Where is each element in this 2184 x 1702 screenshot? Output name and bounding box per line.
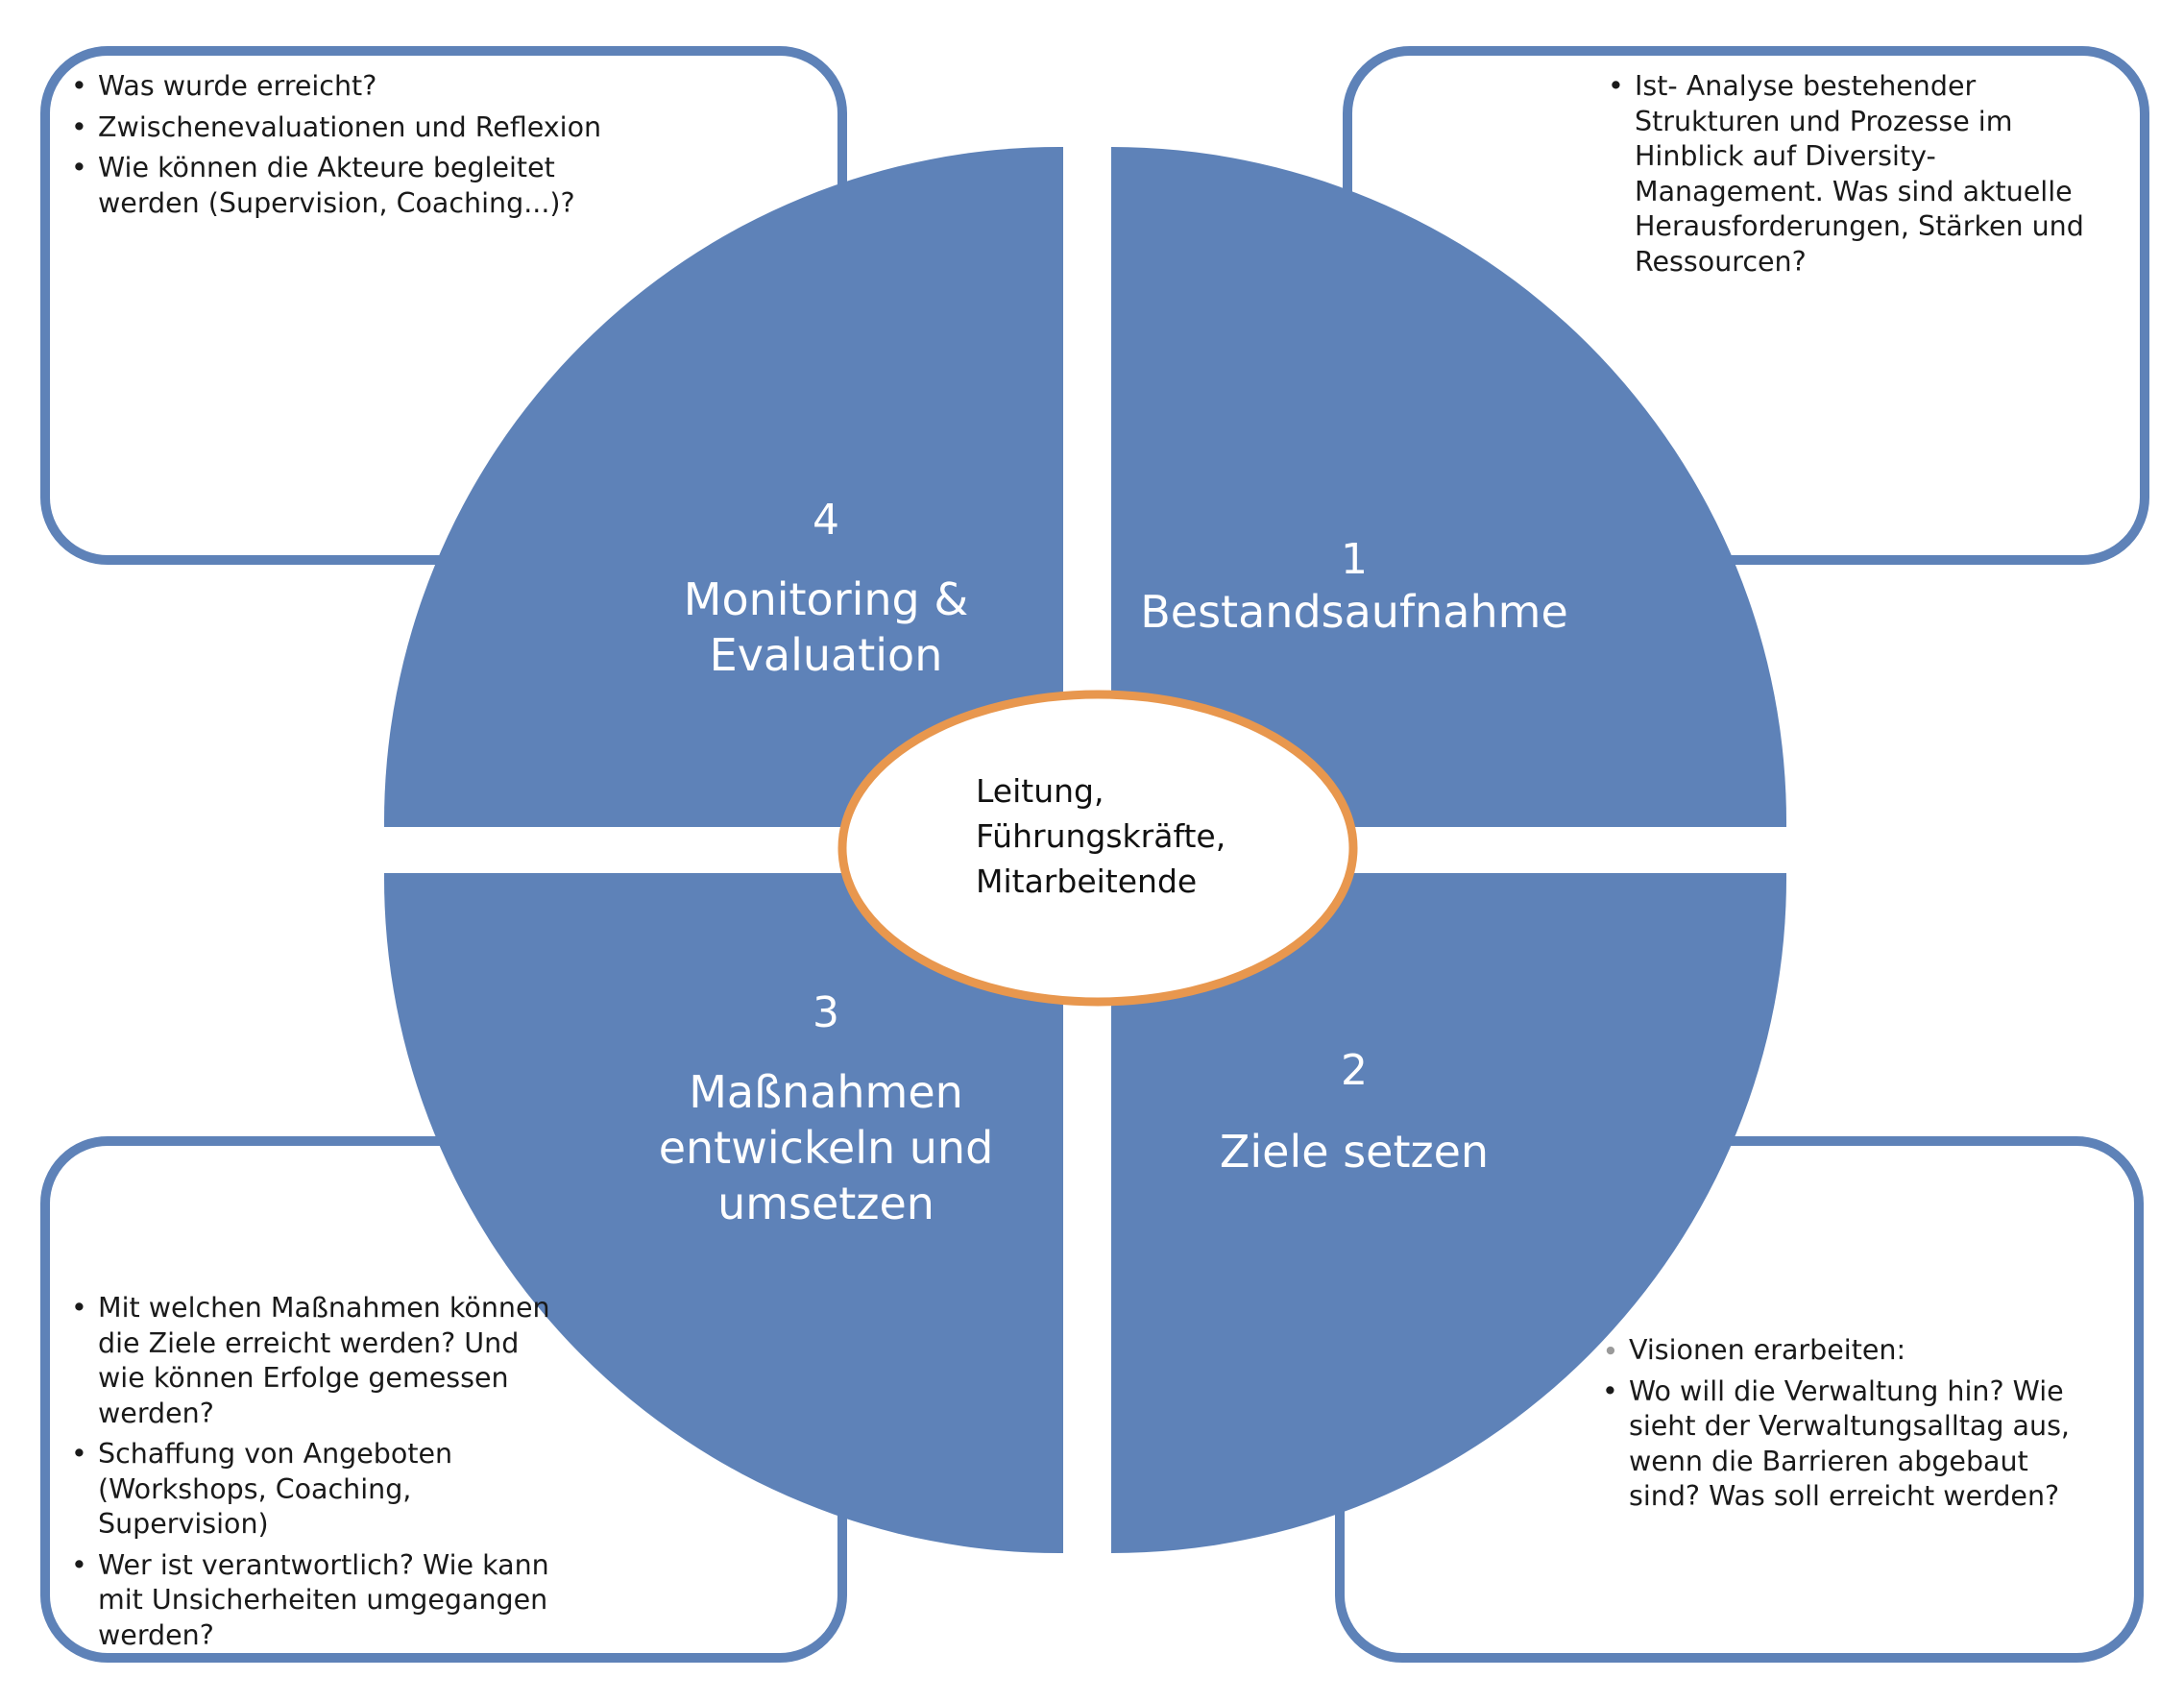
list-item: Wo will die Verwaltung hin? Wie sieht de… <box>1600 1374 2099 1515</box>
quadrant-2-title: Ziele setzen <box>1219 1126 1490 1178</box>
quadrant-1-shape <box>1111 147 1787 827</box>
center-ellipse <box>837 690 1358 1007</box>
quadrant-1-title: Bestandsaufnahme <box>1140 586 1568 638</box>
bestandsaufnahme-questions: Ist- Analyse bestehender Strukturen und … <box>1606 69 2124 285</box>
massnahmen-questions: Mit welchen Maßnahmen können die Ziele e… <box>69 1291 569 1659</box>
list-item: Mit welchen Maßnahmen können die Ziele e… <box>69 1291 569 1431</box>
quadrant-3-title: Maßnahmen entwickeln und umsetzen <box>658 1066 994 1229</box>
list-item: Was wurde erreicht? <box>69 69 607 105</box>
quadrant-3-label: 3 Maßnahmen entwickeln und umsetzen <box>615 989 1037 1231</box>
ziele-questions: Visionen erarbeiten: Wo will die Verwalt… <box>1600 1333 2099 1520</box>
monitoring-questions: Was wurde erreicht? Zwischenevaluationen… <box>69 69 607 227</box>
quadrant-4-label: 4 Monitoring & Evaluation <box>615 497 1037 683</box>
list-item: Wie können die Akteure begleitet werden … <box>69 151 607 221</box>
quadrant-1-number: 1 <box>1341 535 1368 584</box>
quadrant-3-shape <box>383 873 1063 1554</box>
quadrant-3-number: 3 <box>813 988 839 1037</box>
list-item: Ist- Analyse bestehender Strukturen und … <box>1606 69 2124 280</box>
quadrant-2-number: 2 <box>1341 1046 1368 1095</box>
quadrant-4-title: Monitoring & Evaluation <box>683 573 969 681</box>
quadrant-4-shape <box>383 146 1063 827</box>
list-item: Visionen erarbeiten: <box>1600 1333 2099 1369</box>
quadrant-4-number: 4 <box>813 496 839 545</box>
list-item: Zwischenevaluationen und Reflexion <box>69 110 607 146</box>
quadrant-2-label: 2 Ziele setzen <box>1133 1047 1575 1179</box>
list-item: Wer ist verantwortlich? Wie kann mit Uns… <box>69 1548 569 1654</box>
center-label: Leitung, Führungskräfte, Mitarbeitende <box>976 772 1226 900</box>
quadrant-2-shape <box>1111 873 1787 1553</box>
quadrant-1-label: 1 Bestandsaufnahme <box>1133 536 1575 640</box>
list-item: Schaffung von Angeboten (Workshops, Coac… <box>69 1437 569 1543</box>
